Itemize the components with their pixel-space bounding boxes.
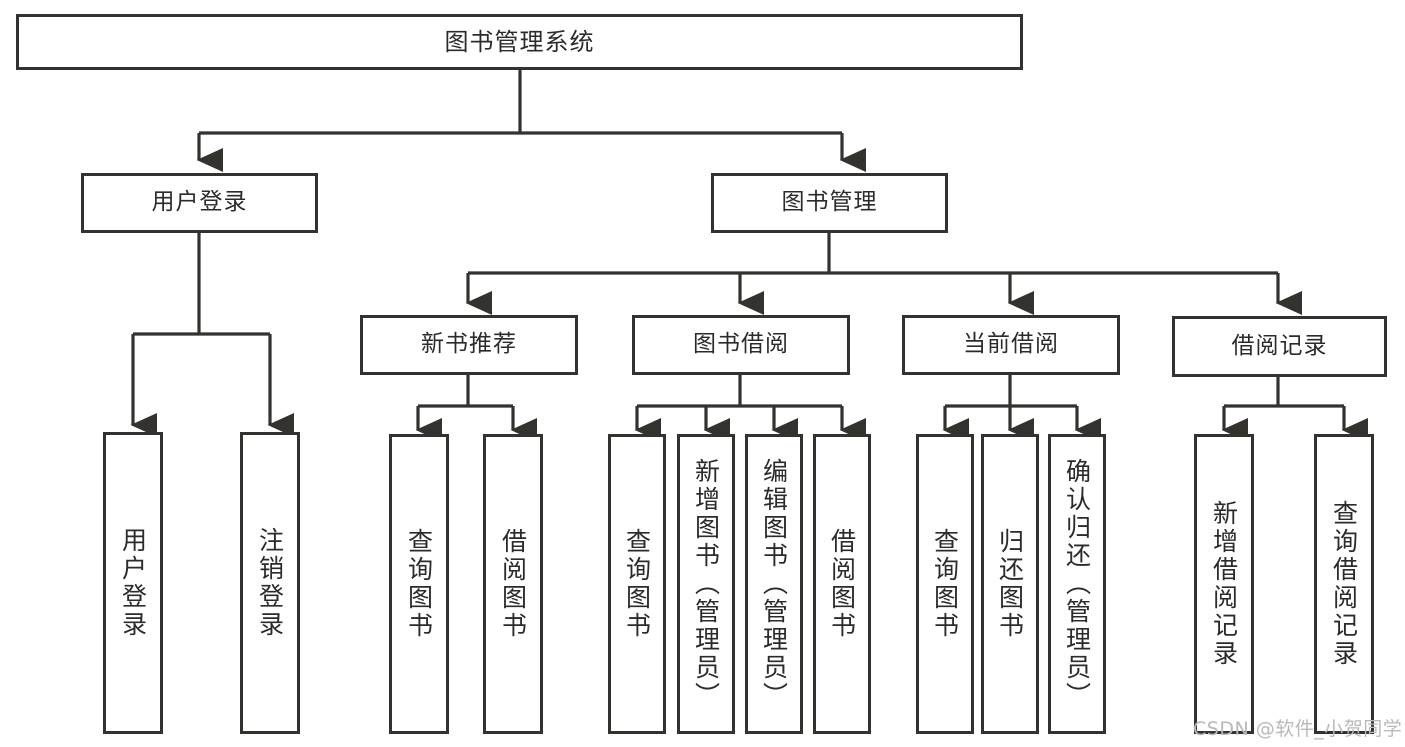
node-label: 新书推荐 — [421, 331, 517, 358]
node-label: 图书管理 — [781, 189, 878, 216]
node-book-management[interactable]: 图书管理 — [711, 173, 948, 233]
node-label: 确认归还（管理员） — [1062, 458, 1092, 710]
node-leaf-borrow-book-recommend[interactable]: 借阅图书 — [483, 434, 543, 734]
node-leaf-add-borrow-record[interactable]: 新增借阅记录 — [1194, 434, 1254, 734]
node-book-borrow[interactable]: 图书借阅 — [632, 315, 850, 375]
node-label: 新增借阅记录 — [1209, 500, 1239, 668]
node-current-borrow[interactable]: 当前借阅 — [902, 315, 1120, 375]
node-leaf-query-book-current[interactable]: 查询图书 — [916, 434, 974, 734]
node-leaf-return-book[interactable]: 归还图书 — [981, 434, 1039, 734]
node-label: 当前借阅 — [963, 331, 1059, 358]
node-label: 图书借阅 — [693, 331, 789, 358]
node-leaf-edit-book-admin[interactable]: 编辑图书（管理员） — [745, 434, 803, 734]
node-leaf-query-borrow-record[interactable]: 查询借阅记录 — [1314, 434, 1374, 734]
node-user-login[interactable]: 用户登录 — [81, 173, 318, 233]
node-leaf-query-book-borrow[interactable]: 查询图书 — [608, 434, 666, 734]
node-label: 用户登录 — [118, 527, 148, 639]
node-label: 借阅图书 — [498, 528, 528, 640]
node-label: 查询图书 — [930, 528, 960, 640]
node-label: 编辑图书（管理员） — [759, 458, 789, 710]
node-label: 查询图书 — [622, 528, 652, 640]
node-label: 借阅图书 — [827, 528, 857, 640]
csdn-watermark: CSDN @软件_小贺同学 — [1193, 718, 1403, 740]
node-label: 新增图书（管理员） — [691, 458, 721, 710]
node-label: 查询借阅记录 — [1329, 500, 1359, 668]
node-label: 图书管理系统 — [444, 27, 595, 56]
node-leaf-user-login[interactable]: 用户登录 — [103, 432, 163, 734]
node-label: 查询图书 — [404, 528, 434, 640]
node-leaf-add-book-admin[interactable]: 新增图书（管理员） — [677, 434, 735, 734]
node-label: 用户登录 — [151, 189, 248, 216]
node-leaf-query-book-recommend[interactable]: 查询图书 — [389, 434, 449, 734]
node-label: 借阅记录 — [1231, 332, 1328, 359]
node-leaf-borrow-book[interactable]: 借阅图书 — [813, 434, 871, 734]
node-leaf-confirm-return-admin[interactable]: 确认归还（管理员） — [1048, 434, 1106, 734]
node-label: 归还图书 — [995, 528, 1025, 640]
node-leaf-logout[interactable]: 注销登录 — [240, 432, 300, 734]
node-label: 注销登录 — [255, 527, 285, 639]
node-new-book-recommend[interactable]: 新书推荐 — [360, 315, 578, 375]
node-root-book-management-system[interactable]: 图书管理系统 — [16, 14, 1023, 70]
node-borrow-record[interactable]: 借阅记录 — [1172, 316, 1387, 377]
